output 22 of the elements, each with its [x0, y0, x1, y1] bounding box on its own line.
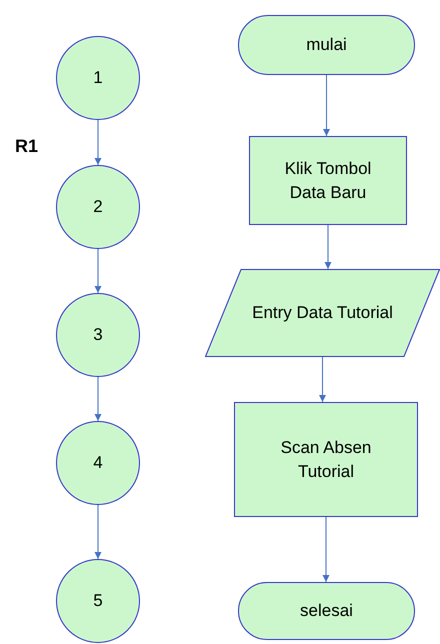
node-text: 4 [93, 452, 103, 474]
arrow [94, 376, 102, 422]
node-text: 3 [93, 324, 103, 346]
arrow [324, 224, 332, 270]
process-box [249, 136, 407, 225]
node-text: 1 [93, 67, 103, 89]
arrow [319, 356, 326, 402]
node-text: Scan Absen Tutorial [280, 436, 372, 482]
node-text: Entry Data Tutorial [252, 302, 393, 324]
node-text: mulai [306, 34, 347, 56]
node-text: selesai [300, 600, 353, 622]
node-text: 2 [93, 196, 103, 218]
arrow [322, 516, 330, 582]
node-text: 5 [93, 590, 103, 612]
arrow [323, 74, 330, 136]
process-box [234, 402, 418, 517]
node-text: Klik Tombol Data Baru [284, 158, 372, 204]
arrow [94, 248, 102, 294]
arrow [94, 120, 102, 166]
arrow [94, 504, 102, 560]
input-parallelogram [205, 269, 440, 357]
region-label: R1 [15, 135, 38, 158]
